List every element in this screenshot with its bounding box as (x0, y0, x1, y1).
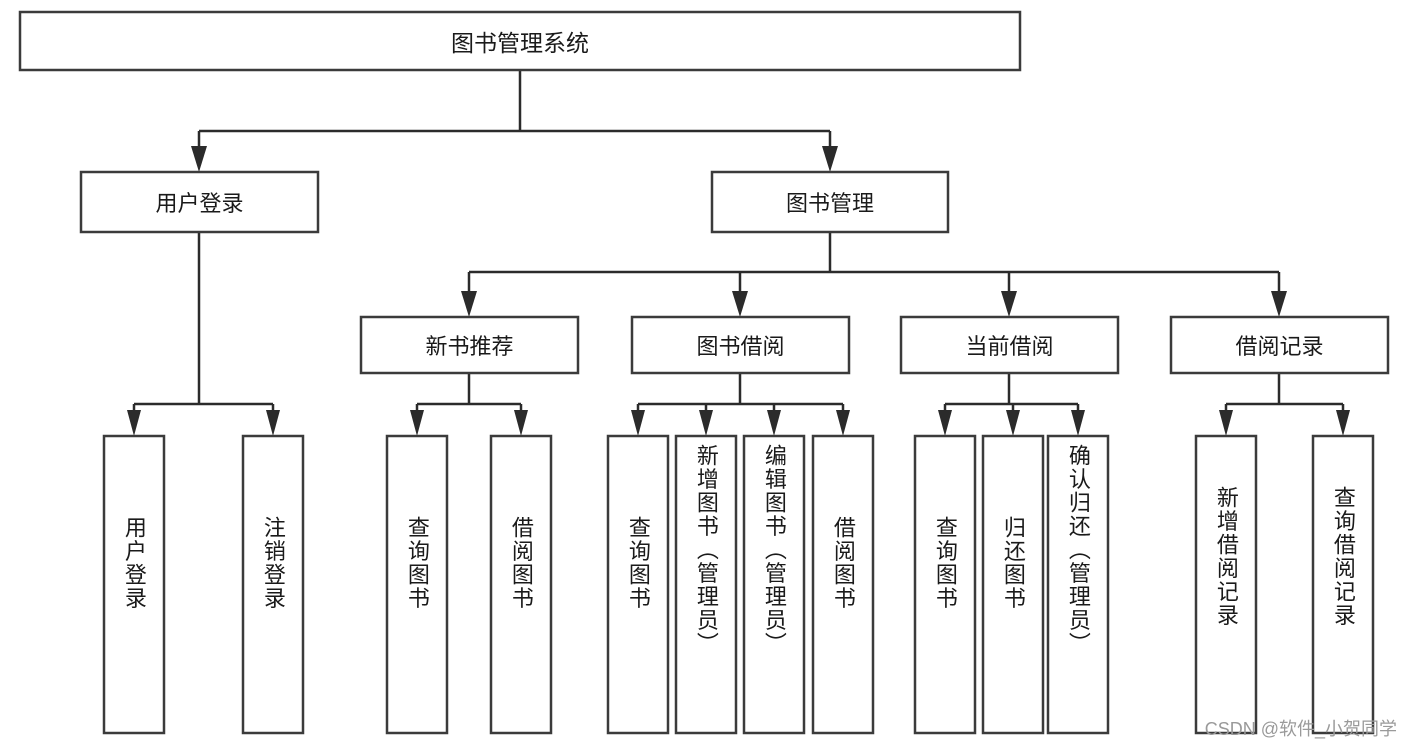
node-box-leaf-borrow-book-2[interactable] (811, 434, 875, 735)
node-box-borrow-record[interactable] (1169, 315, 1390, 375)
node-box-leaf-add-borrow-record[interactable] (1194, 434, 1258, 735)
arrow-head-user-login (191, 146, 207, 172)
node-box-book-management[interactable] (710, 170, 950, 234)
arrow-head-leaf-user-login (127, 410, 141, 436)
connector-layer (127, 70, 1350, 436)
arrow-head-new-book-recommend (461, 291, 477, 317)
arrow-head-leaf-query-borrow-record (1336, 410, 1350, 436)
node-box-leaf-add-book[interactable] (674, 434, 738, 735)
node-box-leaf-edit-book[interactable] (742, 434, 806, 735)
arrow-head-current-borrow (1001, 291, 1017, 317)
node-box-leaf-logout-login[interactable] (241, 434, 305, 735)
arrow-head-leaf-borrow-book-1 (514, 410, 528, 436)
arrow-head-leaf-query-book-1 (410, 410, 424, 436)
node-box-leaf-return-book[interactable] (981, 434, 1045, 735)
arrow-head-leaf-logout-login (266, 410, 280, 436)
node-box-new-book-recommend[interactable] (359, 315, 580, 375)
arrow-head-leaf-return-book (1006, 410, 1020, 436)
arrow-head-leaf-borrow-book-2 (836, 410, 850, 436)
node-box-leaf-user-login[interactable] (102, 434, 166, 735)
arrow-head-leaf-add-book (699, 410, 713, 436)
node-box-leaf-borrow-book-1[interactable] (489, 434, 553, 735)
node-box-user-login[interactable] (79, 170, 320, 234)
arrow-head-book-borrow (732, 291, 748, 317)
arrow-head-leaf-query-book-2 (631, 410, 645, 436)
node-box-leaf-query-borrow-record[interactable] (1311, 434, 1375, 735)
arrow-head-leaf-confirm-return (1071, 410, 1085, 436)
node-box-leaf-query-book-2[interactable] (606, 434, 670, 735)
arrow-head-book-management (822, 146, 838, 172)
node-box-layer (18, 10, 1390, 735)
node-box-current-borrow[interactable] (899, 315, 1120, 375)
node-box-leaf-query-book-1[interactable] (385, 434, 449, 735)
node-box-leaf-confirm-return[interactable] (1046, 434, 1110, 735)
node-box-leaf-query-book-3[interactable] (913, 434, 977, 735)
arrow-head-leaf-query-book-3 (938, 410, 952, 436)
arrow-head-leaf-add-borrow-record (1219, 410, 1233, 436)
node-box-book-borrow[interactable] (630, 315, 851, 375)
arrow-head-borrow-record (1271, 291, 1287, 317)
node-box-root[interactable] (18, 10, 1022, 72)
arrow-head-leaf-edit-book (767, 410, 781, 436)
